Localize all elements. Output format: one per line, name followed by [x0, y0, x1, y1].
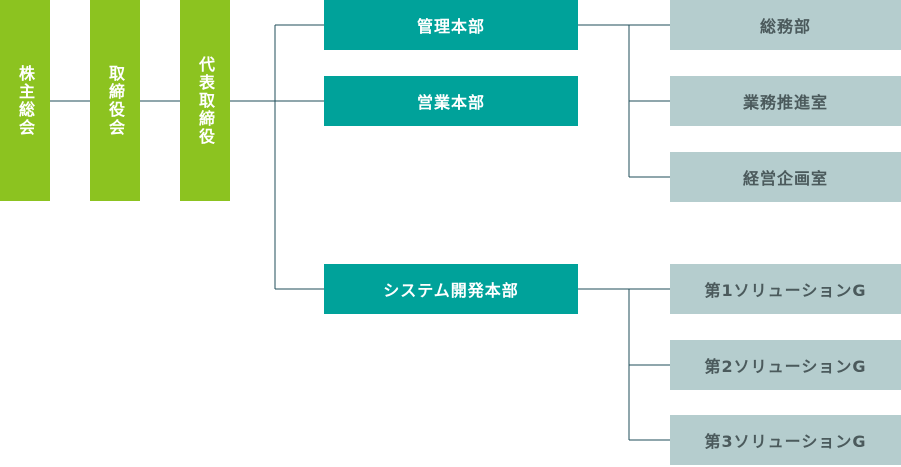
- business-promotion-label: 業務推進室: [742, 93, 828, 112]
- representative-director-box: 代表取締役: [180, 0, 230, 201]
- shareholders-meeting-label: 株主総会: [16, 64, 35, 137]
- general-affairs-box: 総務部: [670, 0, 901, 50]
- corporate-planning-label: 経営企画室: [742, 169, 828, 188]
- corporate-planning-box: 経営企画室: [670, 152, 901, 202]
- board-of-directors-box: 取締役会: [90, 0, 140, 201]
- sales-division-label: 営業本部: [416, 93, 485, 112]
- shareholders-meeting-box: 株主総会: [0, 0, 50, 201]
- management-division-box: 管理本部: [324, 0, 578, 50]
- solution-group-2-box: 第2ソリューションG: [670, 340, 901, 390]
- solution-group-2-label: 第2ソリューションG: [704, 357, 867, 376]
- system-development-division-box: システム開発本部: [324, 264, 578, 314]
- business-promotion-box: 業務推進室: [670, 76, 901, 126]
- representative-director-label: 代表取締役: [196, 55, 215, 146]
- sales-division-box: 営業本部: [324, 76, 578, 126]
- solution-group-3-box: 第3ソリューションG: [670, 415, 901, 465]
- solution-group-1-box: 第1ソリューションG: [670, 264, 901, 314]
- solution-group-1-label: 第1ソリューションG: [704, 281, 867, 300]
- system-development-division-label: システム開発本部: [383, 281, 519, 300]
- board-of-directors-label: 取締役会: [106, 64, 125, 137]
- solution-group-3-label: 第3ソリューションG: [704, 432, 867, 451]
- general-affairs-label: 総務部: [759, 17, 811, 36]
- management-division-label: 管理本部: [416, 17, 485, 36]
